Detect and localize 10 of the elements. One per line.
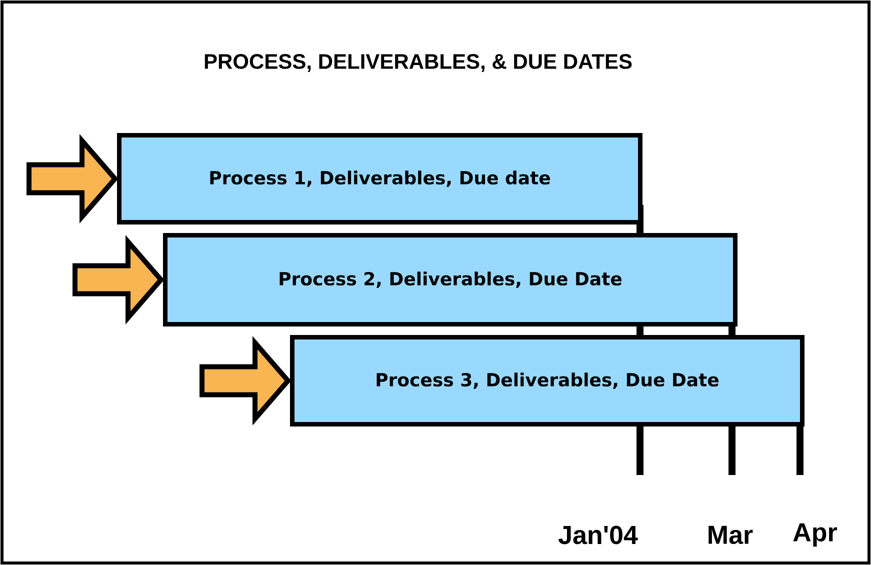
arrow xyxy=(72,235,164,324)
arrow xyxy=(26,134,118,224)
process-box: Process 2, Deliverables, Due Date xyxy=(163,233,738,326)
title: PROCESS, DELIVERABLES, & DUE DATES xyxy=(204,54,632,72)
process-box: Process 3, Deliverables, Due Date xyxy=(290,335,804,426)
date-label: Apr xyxy=(793,523,837,547)
date-label: Mar xyxy=(708,526,753,544)
arrow xyxy=(200,336,292,426)
date-label: Jan'04 xyxy=(558,526,638,544)
process-box: Process 1, Deliverables, Due date xyxy=(117,133,642,224)
